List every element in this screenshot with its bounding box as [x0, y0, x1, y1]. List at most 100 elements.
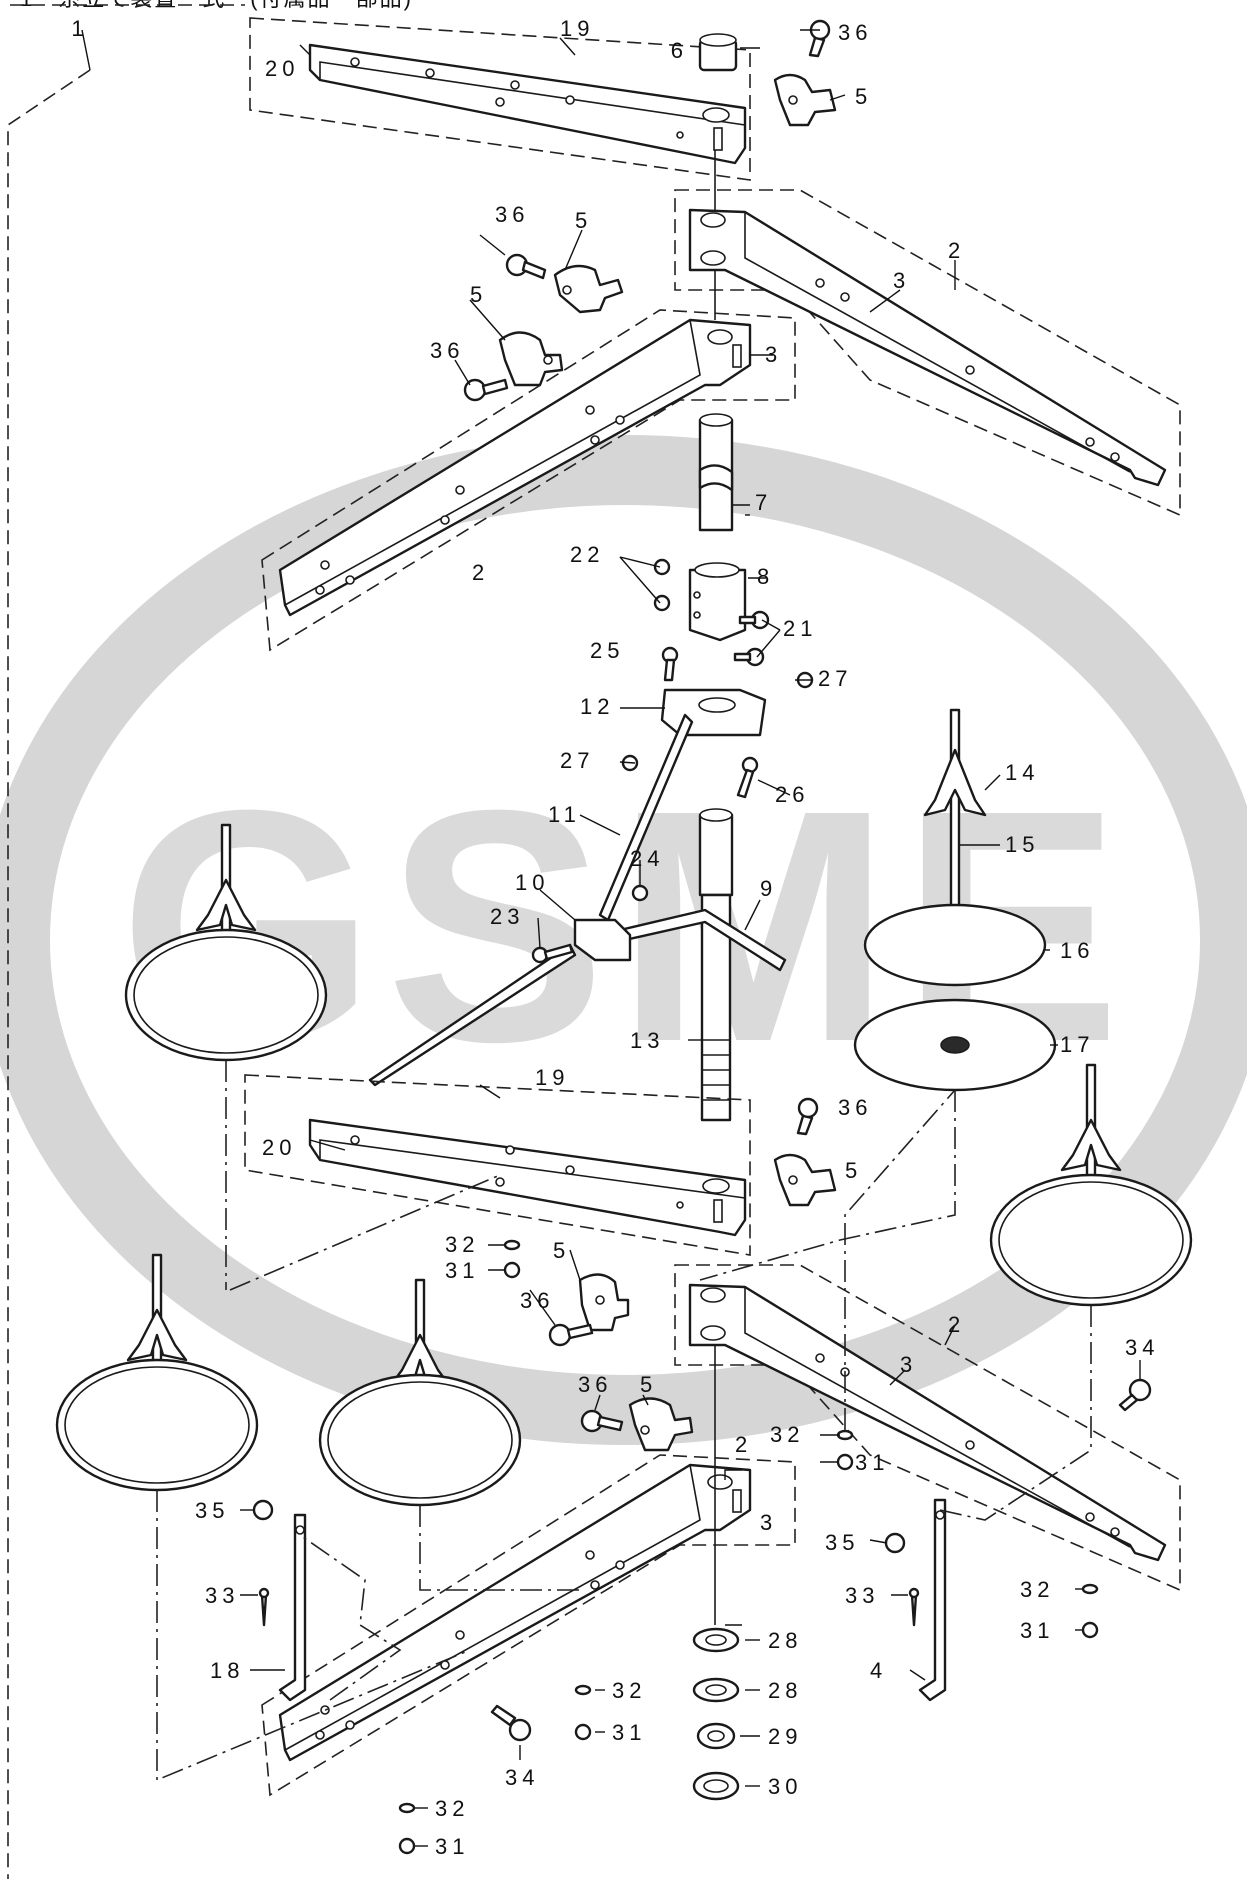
stay-18 — [278, 1513, 307, 1702]
upper-arm-19 — [308, 43, 747, 165]
callout-28-a: 28 — [768, 1628, 802, 1653]
callout-32-c: 32 — [612, 1678, 646, 1703]
callout-36-upper-b: 36 — [430, 338, 464, 363]
callout-32-d: 32 — [435, 1796, 469, 1821]
holder-10 — [573, 918, 632, 962]
lower-left-arm-3 — [278, 1463, 752, 1762]
callout-35-right: 35 — [825, 1530, 859, 1555]
screw-36-upper-b — [463, 378, 509, 402]
screw-36-top — [808, 19, 831, 58]
callout-29: 29 — [768, 1724, 802, 1749]
screw-34-right — [1118, 1378, 1152, 1412]
callout-14: 14 — [1005, 760, 1039, 785]
upper-arm-19-box — [249, 17, 751, 181]
callout-3-upper-right: 3 — [893, 268, 910, 293]
callout-31-c: 31 — [612, 1720, 646, 1745]
screws-33 — [258, 1587, 920, 1627]
screw-36-lower-b — [548, 1323, 594, 1347]
callout-31-e: 31 — [1020, 1618, 1054, 1643]
leaders — [81, 29, 1141, 1847]
callout-36-upper-a: 36 — [495, 202, 529, 227]
nuts-22 — [653, 558, 671, 612]
upper-right-arm-3 — [688, 208, 1167, 487]
callout-17: 17 — [1060, 1032, 1094, 1057]
screw-36-lower-c — [580, 1409, 624, 1433]
callout-21: 21 — [783, 616, 817, 641]
callout-9: 9 — [760, 876, 777, 901]
assembly-lines — [156, 1060, 1092, 1782]
upper-left-arm-3 — [278, 318, 752, 617]
callout-27-right: 27 — [818, 666, 852, 691]
lower-right-arm-3 — [688, 1283, 1167, 1562]
rod-9 — [368, 908, 787, 1087]
callout-32-e: 32 — [1020, 1577, 1054, 1602]
upper-left-arm-box — [261, 309, 796, 652]
callout-8: 8 — [757, 564, 774, 589]
callout-23: 23 — [490, 904, 524, 929]
spool-stand-right — [853, 708, 1057, 1092]
screw-25 — [661, 646, 679, 682]
callout-5-upper-b: 5 — [470, 282, 487, 307]
upper-right-arm-box — [674, 189, 1181, 517]
callout-24: 24 — [630, 846, 664, 871]
callout-27-left: 27 — [560, 748, 594, 773]
screws-21 — [733, 610, 770, 667]
callout-10: 10 — [515, 870, 549, 895]
callout-20-top: 20 — [265, 56, 299, 81]
clamp-5-upper-b — [498, 331, 564, 387]
callout-3-lower-right: 3 — [900, 1352, 917, 1377]
callout-36-lower-b: 36 — [520, 1288, 554, 1313]
callout-25: 25 — [590, 638, 624, 663]
clamp-5-top — [773, 73, 837, 127]
callout-19-lower: 19 — [535, 1065, 569, 1090]
callout-36-lower-c: 36 — [578, 1372, 612, 1397]
callout-4: 4 — [870, 1658, 887, 1683]
clamp-5-lower-c — [628, 1397, 694, 1452]
screw-36-upper-a — [505, 253, 547, 280]
callout-36-top: 36 — [838, 20, 872, 45]
nut-24 — [631, 884, 649, 902]
callout-22: 22 — [570, 542, 604, 567]
callout-3-upper-left: 3 — [765, 342, 782, 367]
callout-2-upper-left: 2 — [472, 560, 489, 585]
callout-3-lower-left: 3 — [760, 1510, 777, 1535]
lower-left-arm-box — [261, 1454, 796, 1797]
callout-20-lower: 20 — [262, 1135, 296, 1160]
block-12 — [660, 688, 767, 737]
callout-18: 18 — [210, 1658, 244, 1683]
callout-5-top: 5 — [855, 84, 872, 109]
callout-36-lower-a: 36 — [838, 1095, 872, 1120]
pipe-7 — [698, 413, 734, 532]
stay-4 — [918, 1498, 947, 1702]
screw-26 — [736, 756, 759, 799]
spool-stand-lower-left-b — [318, 1278, 522, 1507]
callout-31-d: 31 — [435, 1834, 469, 1859]
washer-nut-32-31-c — [574, 1684, 592, 1741]
callout-35-left: 35 — [195, 1498, 229, 1523]
callout-34-right: 34 — [1125, 1335, 1159, 1360]
callout-15: 15 — [1005, 832, 1039, 857]
callout-5-upper-a: 5 — [575, 208, 592, 233]
washer-nut-32-31-a — [503, 1239, 521, 1279]
clamp-5-upper-a — [553, 264, 624, 314]
screw-34-lower — [490, 1704, 532, 1742]
lower-arm-19-box — [244, 1074, 751, 1256]
callout-5-lower-a: 5 — [845, 1158, 862, 1183]
bracket-8 — [688, 562, 747, 642]
callout-5-lower-c: 5 — [640, 1372, 657, 1397]
callout-31-b: 31 — [855, 1450, 889, 1475]
callout-30: 30 — [768, 1774, 802, 1799]
pipe-13 — [698, 808, 734, 1122]
callout-1: 1 — [71, 16, 88, 41]
callout-33-left: 33 — [205, 1583, 239, 1608]
callout-13: 13 — [630, 1028, 664, 1053]
clamp-5-lower-b — [578, 1273, 630, 1332]
lower-arm-19 — [308, 1118, 747, 1237]
screw-36-lower-a — [796, 1097, 819, 1136]
callout-2-lower-left: 2 — [735, 1432, 752, 1457]
washer-nut-32-31-d — [398, 1802, 416, 1855]
callout-32-b: 32 — [770, 1422, 804, 1447]
callout-16: 16 — [1060, 938, 1094, 963]
callout-2-upper-right: 2 — [948, 238, 965, 263]
